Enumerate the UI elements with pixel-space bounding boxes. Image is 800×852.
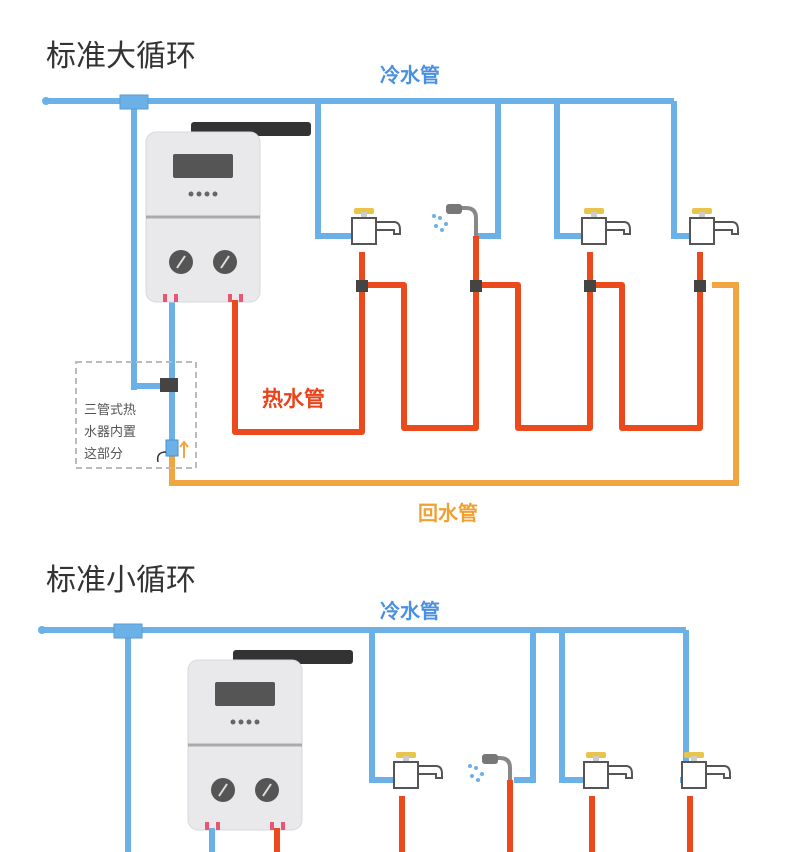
shower-head-icon [432, 204, 478, 236]
note-line: 水器内置 [84, 424, 136, 440]
cold-pipe-label: 冷水管 [380, 63, 440, 87]
built-in-section-box [75, 361, 197, 469]
water-heater-icon [186, 648, 355, 832]
check-valve-icon [156, 439, 179, 463]
tee-fitting-icon [160, 280, 706, 392]
up-arrow-icon [179, 440, 189, 458]
note-line: 这部分 [84, 446, 123, 462]
diagram2-title: 标准小循环 [46, 563, 196, 598]
faucet-icon [583, 751, 633, 789]
hot-water-pipes [232, 236, 703, 435]
tee-fitting-icon [113, 623, 143, 639]
hot-pipe-label: 热水管 [262, 387, 325, 411]
shower-head-icon [468, 754, 512, 782]
note-line: 三管式热 [84, 403, 136, 418]
faucet-icon [681, 751, 731, 789]
diagram1-title: 标准大循环 [46, 39, 196, 74]
tee-fitting-icon [119, 94, 149, 110]
faucet-icon [351, 207, 401, 245]
water-heater-icon [144, 120, 313, 304]
faucet-icon [393, 751, 443, 789]
cold-pipe-label: 冷水管 [380, 599, 440, 623]
return-water-pipe [169, 282, 739, 486]
cold-water-pipes [42, 627, 689, 852]
cold-water-pipes [46, 98, 692, 440]
faucet-icon [689, 207, 739, 245]
return-pipe-label: 回水管 [418, 501, 478, 525]
faucet-icon [581, 207, 631, 245]
hot-water-pipes [209, 780, 693, 852]
